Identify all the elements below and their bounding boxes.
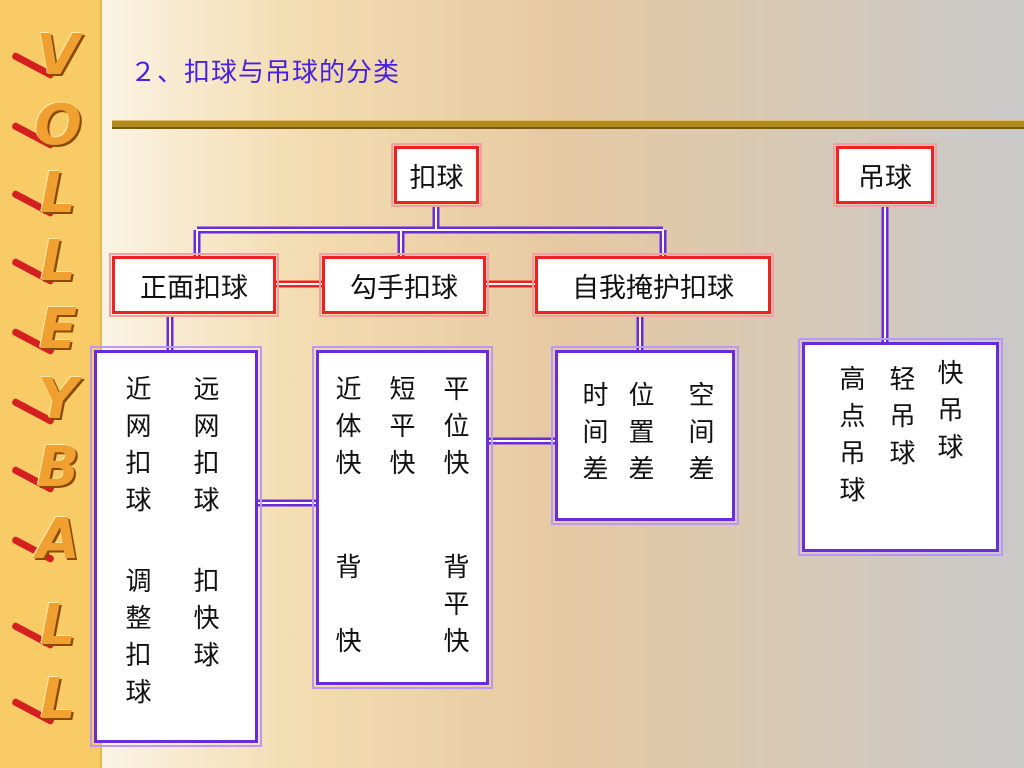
- item-far-net-spike: 远网扣球: [189, 375, 219, 523]
- self-cover-detail-box: 时间差 位置差 空间差: [551, 346, 739, 525]
- item-space-difference: 空间差: [684, 381, 714, 492]
- item-flat-position-quick: 平位快: [439, 375, 469, 486]
- sidebar-letter: L: [40, 161, 76, 226]
- drop-node: 吊球: [833, 143, 937, 207]
- item-quick-drop: 快吊球: [933, 359, 963, 470]
- item-short-flat-quick: 短平快: [385, 375, 415, 486]
- front-spike-detail-box: 近网扣球 远网扣球 调整扣球 扣快球: [90, 346, 262, 747]
- sidebar-letter: Y: [37, 367, 79, 432]
- page-title: ２、扣球与吊球的分类: [130, 58, 401, 88]
- self-cover-spike-node: 自我掩护扣球: [532, 253, 774, 317]
- item-light-drop: 轻吊球: [885, 365, 915, 476]
- sidebar-panel: V O L L E Y B A L L: [0, 0, 100, 768]
- front-spike-node: 正面扣球: [109, 253, 279, 317]
- item-high-point-drop: 高点吊球: [835, 365, 865, 513]
- sidebar-letter: O: [34, 93, 82, 158]
- sidebar-letter: A: [36, 507, 80, 572]
- hook-spike-detail-box: 近体快 短平快 平位快 背快 背平快: [312, 346, 493, 701]
- hook-spike-node: 勾手扣球: [319, 253, 489, 317]
- sidebar-letter: B: [36, 435, 80, 500]
- sidebar-letter: L: [40, 229, 76, 294]
- title-rule: [112, 120, 1024, 129]
- sidebar-letter: L: [40, 667, 76, 732]
- item-time-difference: 时间差: [578, 381, 608, 492]
- item-back-flat-quick: 背平快: [439, 553, 469, 664]
- item-near-net-spike: 近网扣球: [121, 375, 151, 523]
- sidebar-letter: L: [40, 593, 76, 658]
- spike-node: 扣球: [391, 143, 482, 207]
- sidebar-letter: V: [36, 23, 80, 88]
- item-position-difference: 位置差: [624, 381, 654, 492]
- item-near-body-quick: 近体快: [331, 375, 361, 486]
- drop-detail-box: 高点吊球 轻吊球 快吊球: [798, 338, 1003, 556]
- item-back-quick: 背快: [331, 553, 361, 701]
- sidebar-letter: E: [38, 297, 78, 362]
- item-quick-spike: 扣快球: [189, 567, 219, 678]
- item-adjust-spike: 调整扣球: [121, 567, 151, 715]
